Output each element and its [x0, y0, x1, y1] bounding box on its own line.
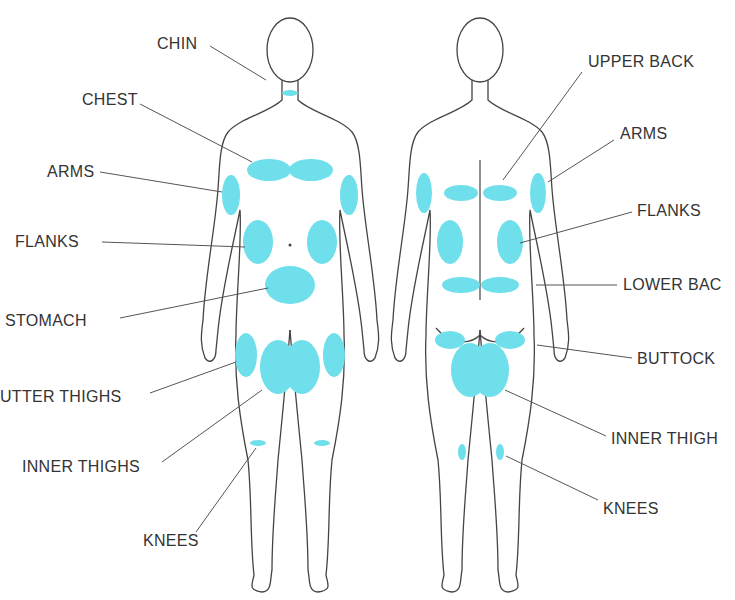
area-label: KNEES [143, 532, 199, 550]
area-label: UPPER BACK [588, 53, 694, 71]
area-label: INNER THIGHS [22, 458, 140, 476]
area-label: FLANKS [15, 233, 79, 251]
leader-lines [100, 46, 632, 532]
treatment-areas [222, 90, 546, 460]
area-label: CHIN [157, 35, 197, 53]
area-label: KNEES [603, 500, 659, 518]
area-label: CHEST [82, 91, 138, 109]
area-label: UTTER THIGHS [0, 388, 122, 406]
area-label: FLANKS [637, 202, 701, 220]
area-label: LOWER BAC [623, 276, 722, 294]
area-label: ARMS [620, 125, 667, 143]
area-label: BUTTOCK [637, 350, 715, 368]
front-figure [201, 18, 378, 592]
back-figure [391, 18, 568, 592]
area-label: STOMACH [5, 312, 87, 330]
area-label: INNER THIGH [611, 430, 718, 448]
area-label: ARMS [47, 163, 94, 181]
